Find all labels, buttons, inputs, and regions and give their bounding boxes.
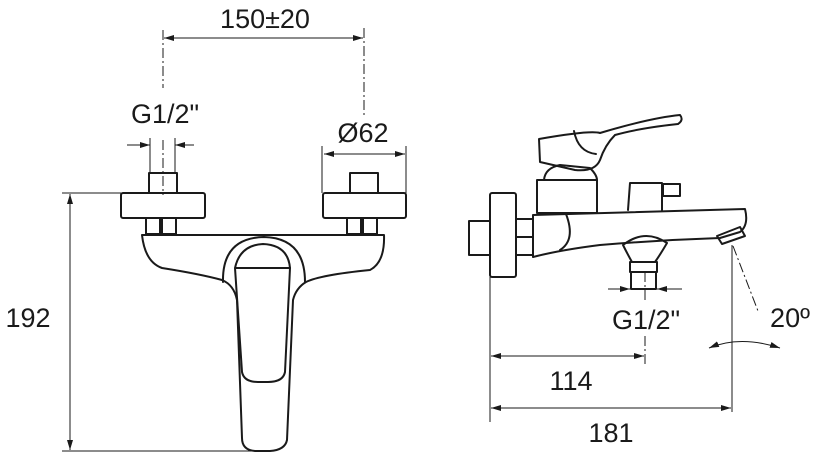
outlet-distance-label: 114 — [549, 366, 592, 396]
spout-angle-label: 20º — [770, 303, 810, 333]
bath-outlet — [622, 235, 668, 290]
spout-angle-arc — [708, 341, 781, 349]
left-flange — [120, 172, 206, 235]
wall-flange — [468, 192, 534, 278]
right-flange — [322, 172, 407, 235]
mixer-body — [141, 234, 386, 452]
mixer-side-body — [532, 114, 748, 258]
flange-diameter-label: Ø62 — [337, 118, 388, 148]
outlet-thread-label: G1/2" — [612, 305, 680, 335]
spout-angle-line — [732, 245, 759, 312]
center-distance-label: 150±20 — [220, 4, 310, 34]
front-view: 150±20 G1/2" Ø62 192 — [5, 4, 407, 452]
total-depth-label: 181 — [588, 418, 633, 448]
height-label: 192 — [5, 303, 50, 333]
inlet-thread-label: G1/2" — [131, 99, 199, 129]
side-view: G1/2" 114 181 20º — [468, 114, 810, 448]
